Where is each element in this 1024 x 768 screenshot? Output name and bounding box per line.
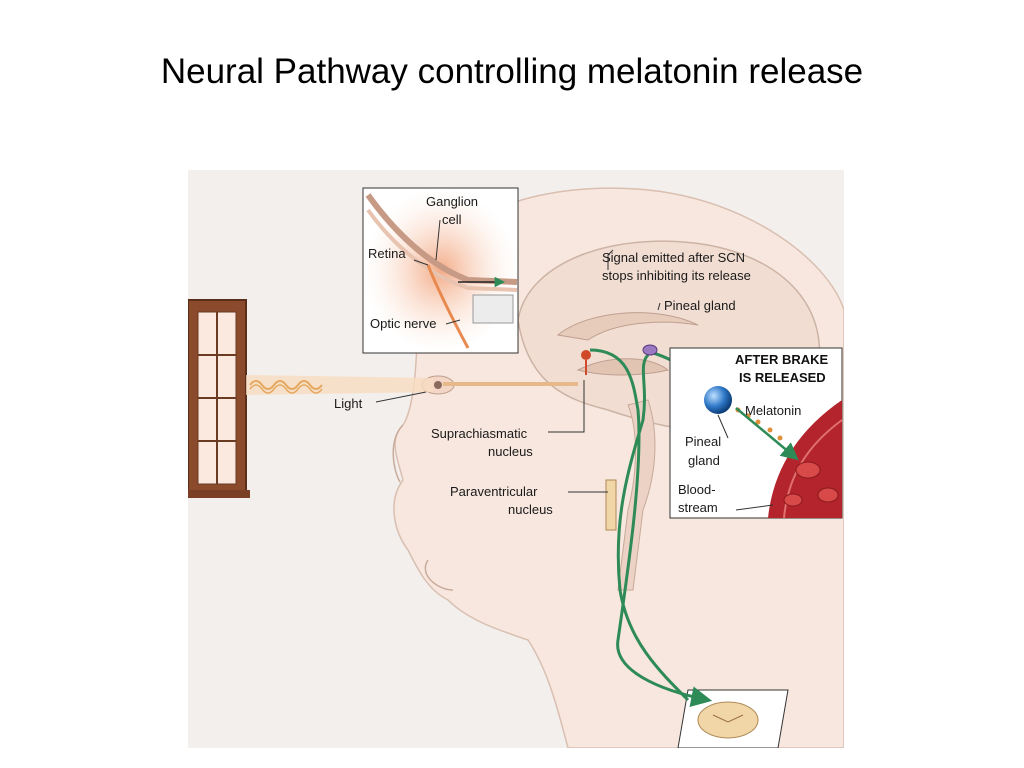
label-after-brake: AFTER BRAKE xyxy=(735,352,828,367)
leader-lines xyxy=(375,219,774,511)
label-scn-2: nucleus xyxy=(488,444,533,459)
light-beam xyxy=(246,375,433,395)
label-ganglion-cell-2: cell xyxy=(442,212,462,227)
slide-title: Neural Pathway controlling melatonin rel… xyxy=(160,52,864,91)
scn-marker xyxy=(581,350,591,360)
label-bloodstream-2: stream xyxy=(678,500,718,515)
retina-inset xyxy=(362,187,519,354)
pvn-column xyxy=(605,479,617,531)
label-bloodstream: Blood- xyxy=(678,482,716,497)
pineal-gland-sphere xyxy=(704,386,732,414)
label-ganglion-cell: Ganglion xyxy=(426,194,478,209)
label-pineal-inset-2: gland xyxy=(688,453,720,468)
label-light: Light xyxy=(334,396,363,411)
after-brake-inset xyxy=(669,347,843,519)
label-scn: Suprachiasmatic xyxy=(431,426,528,441)
label-pineal-inset: Pineal xyxy=(685,434,721,449)
label-pvn-2: nucleus xyxy=(508,502,553,517)
label-pvn: Paraventricular xyxy=(450,484,538,499)
label-after-brake-2: IS RELEASED xyxy=(739,370,826,385)
superior-cervical-ganglion xyxy=(677,689,789,748)
label-optic-nerve: Optic nerve xyxy=(370,316,436,331)
melatonin-pathway-diagram: Ganglion cell Retina Optic nerve Signal … xyxy=(188,170,844,748)
eye xyxy=(434,381,442,389)
label-signal-2: stops inhibiting its release xyxy=(602,268,751,283)
pineal-gland-marker xyxy=(642,344,658,356)
label-signal: Signal emitted after SCN xyxy=(602,250,745,265)
label-pineal-gland: Pineal gland xyxy=(664,298,736,313)
label-retina: Retina xyxy=(368,246,406,261)
label-melatonin: Melatonin xyxy=(745,403,801,418)
window xyxy=(188,299,250,498)
